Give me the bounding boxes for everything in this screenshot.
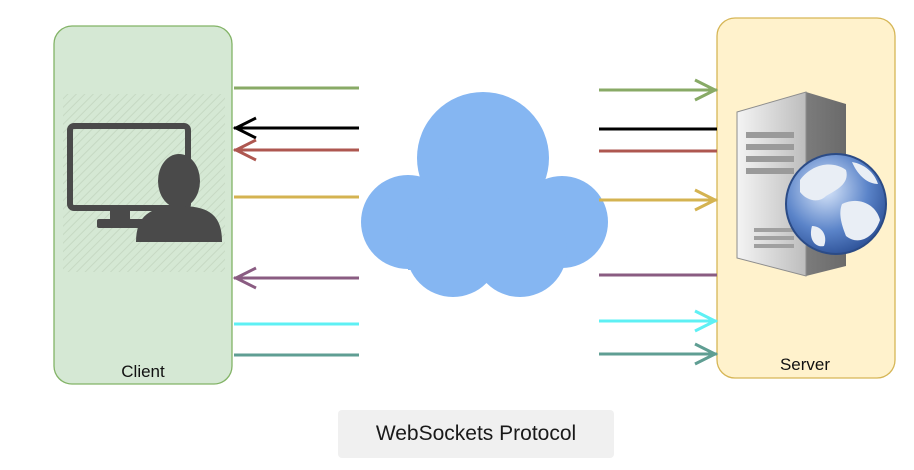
client-label: Client [121,362,165,381]
server-node[interactable]: Server [716,17,896,379]
diagram-caption: WebSockets Protocol [338,410,614,458]
user-computer-icon [63,94,225,272]
message-arrowhead [694,188,719,212]
client-node[interactable]: Client [53,25,233,385]
message-arrowhead [232,138,257,162]
message-arrows [232,78,719,366]
message-arrowhead [694,342,719,366]
message-arrowhead [694,309,719,333]
server-label: Server [780,355,830,374]
cloud-icon [361,92,608,297]
message-arrowhead [232,266,257,290]
message-arrowhead [232,116,257,140]
server-globe-icon [736,91,887,277]
message-arrowhead [694,78,719,102]
